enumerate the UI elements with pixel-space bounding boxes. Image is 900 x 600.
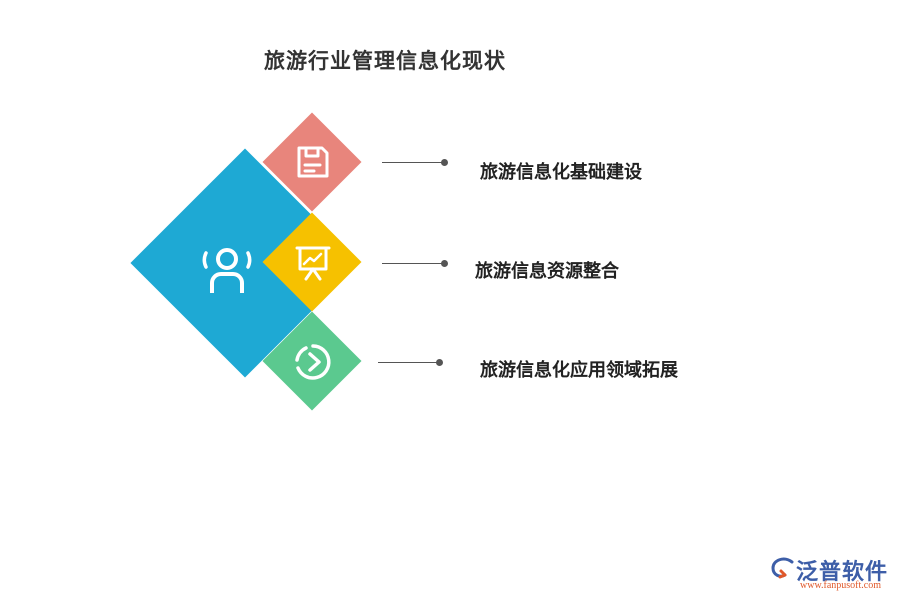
presentation-chart-icon (295, 246, 331, 281)
pie-chart-icon (295, 344, 331, 380)
diagram-title: 旅游行业管理信息化现状 (264, 49, 506, 73)
item-3-dot (436, 359, 443, 366)
item-1-connector (382, 162, 444, 163)
brand-name: 泛普软件 (796, 560, 889, 585)
item-1-label: 旅游信息化基础建设 (480, 162, 642, 183)
item-3-connector (378, 362, 440, 363)
item-2-label: 旅游信息资源整合 (475, 261, 619, 282)
logo-swirl-icon (771, 557, 794, 579)
brand-url: www.fanpusoft.com (800, 580, 882, 591)
item-2-connector (382, 263, 444, 264)
save-document-icon (297, 146, 329, 178)
item-1-dot (441, 159, 448, 166)
brand-logo: 泛普软件 www.fanpusoft.com (768, 552, 893, 592)
user-icon (202, 248, 252, 293)
item-3-label: 旅游信息化应用领域拓展 (480, 360, 678, 381)
item-2-dot (441, 260, 448, 267)
